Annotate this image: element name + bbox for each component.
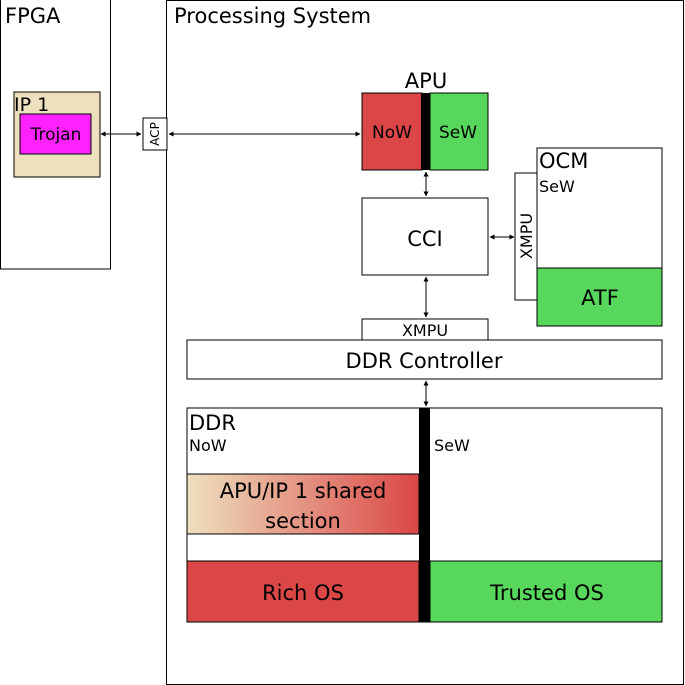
trusted-os-label: Trusted OS <box>489 581 604 605</box>
xmpu-ddr-block: XMPU <box>361 318 489 341</box>
ocm-sew-label: SeW <box>539 177 575 196</box>
ip1-block: IP 1 Trojan <box>13 91 101 178</box>
ddr-divider <box>419 408 430 622</box>
acp-label: ACP <box>148 122 162 146</box>
ip1-label: IP 1 <box>14 94 49 116</box>
ddr-controller-label: DDR Controller <box>346 349 503 373</box>
apu-block: APU NoW SeW <box>361 69 489 171</box>
processing-system-label: Processing System <box>174 4 371 28</box>
apu-label: APU <box>405 69 447 93</box>
trojan-label: Trojan <box>30 125 82 145</box>
xmpu-ocm-block: XMPU <box>514 172 538 301</box>
shared-section-line1: APU/IP 1 shared <box>220 479 387 503</box>
xmpu-ocm-label: XMPU <box>517 213 536 259</box>
apu-sew-section <box>429 92 489 171</box>
apu-divider <box>421 93 430 170</box>
ocm-label: OCM <box>539 149 588 173</box>
cci-label: CCI <box>407 227 443 251</box>
fpga-label: FPGA <box>5 4 61 28</box>
atf-label: ATF <box>581 286 619 310</box>
ddr-label: DDR <box>189 411 236 435</box>
apu-sew-label: SeW <box>439 123 477 143</box>
rich-os-label: Rich OS <box>262 581 344 605</box>
xmpu-ddr-label: XMPU <box>402 321 448 340</box>
ocm-block: OCM SeW ATF <box>536 147 663 327</box>
shared-section-line2: section <box>265 509 341 533</box>
ddr-now-label: NoW <box>189 436 227 455</box>
apu-now-section <box>361 92 423 171</box>
atf-block <box>536 267 663 327</box>
cci-block: CCI <box>361 197 489 276</box>
ddr-controller-block: DDR Controller <box>186 339 663 380</box>
trojan-block <box>19 113 92 155</box>
apu-now-label: NoW <box>372 123 412 143</box>
trusted-os-block <box>429 560 663 623</box>
ddr-block: DDR NoW SeW APU/IP 1 shared section Rich… <box>186 407 663 623</box>
acp-port: ACP <box>142 117 168 151</box>
ddr-sew-label: SeW <box>434 436 470 455</box>
